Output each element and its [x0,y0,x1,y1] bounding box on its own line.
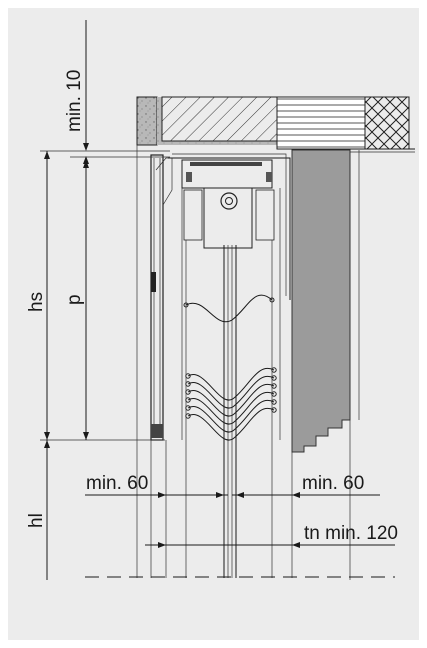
dimension-hl [44,440,50,580]
central-shaft [223,245,237,578]
construction-lines [136,145,293,578]
dimension-min-right [232,492,380,498]
dimension-min-left [85,492,228,498]
lintel [136,96,415,153]
wall-profile [291,149,360,580]
label-min-top: min. 10 [64,70,85,132]
label-tn: tn min. 120 [304,523,398,544]
crosshatch-block [364,96,410,150]
label-hl: hl [26,513,47,528]
left-frame [150,153,291,441]
label-min-left: min. 60 [86,473,148,494]
slat-curve-top [183,294,275,323]
dimension-p [83,160,89,440]
label-p: p [64,294,85,305]
slat-stack [185,367,277,441]
concrete-edge [136,96,158,146]
drive-unit [181,159,275,249]
label-hs: hs [26,292,47,312]
dimension-tn [145,542,395,548]
dimension-hs [40,151,165,441]
label-min-right: min. 60 [302,473,364,494]
